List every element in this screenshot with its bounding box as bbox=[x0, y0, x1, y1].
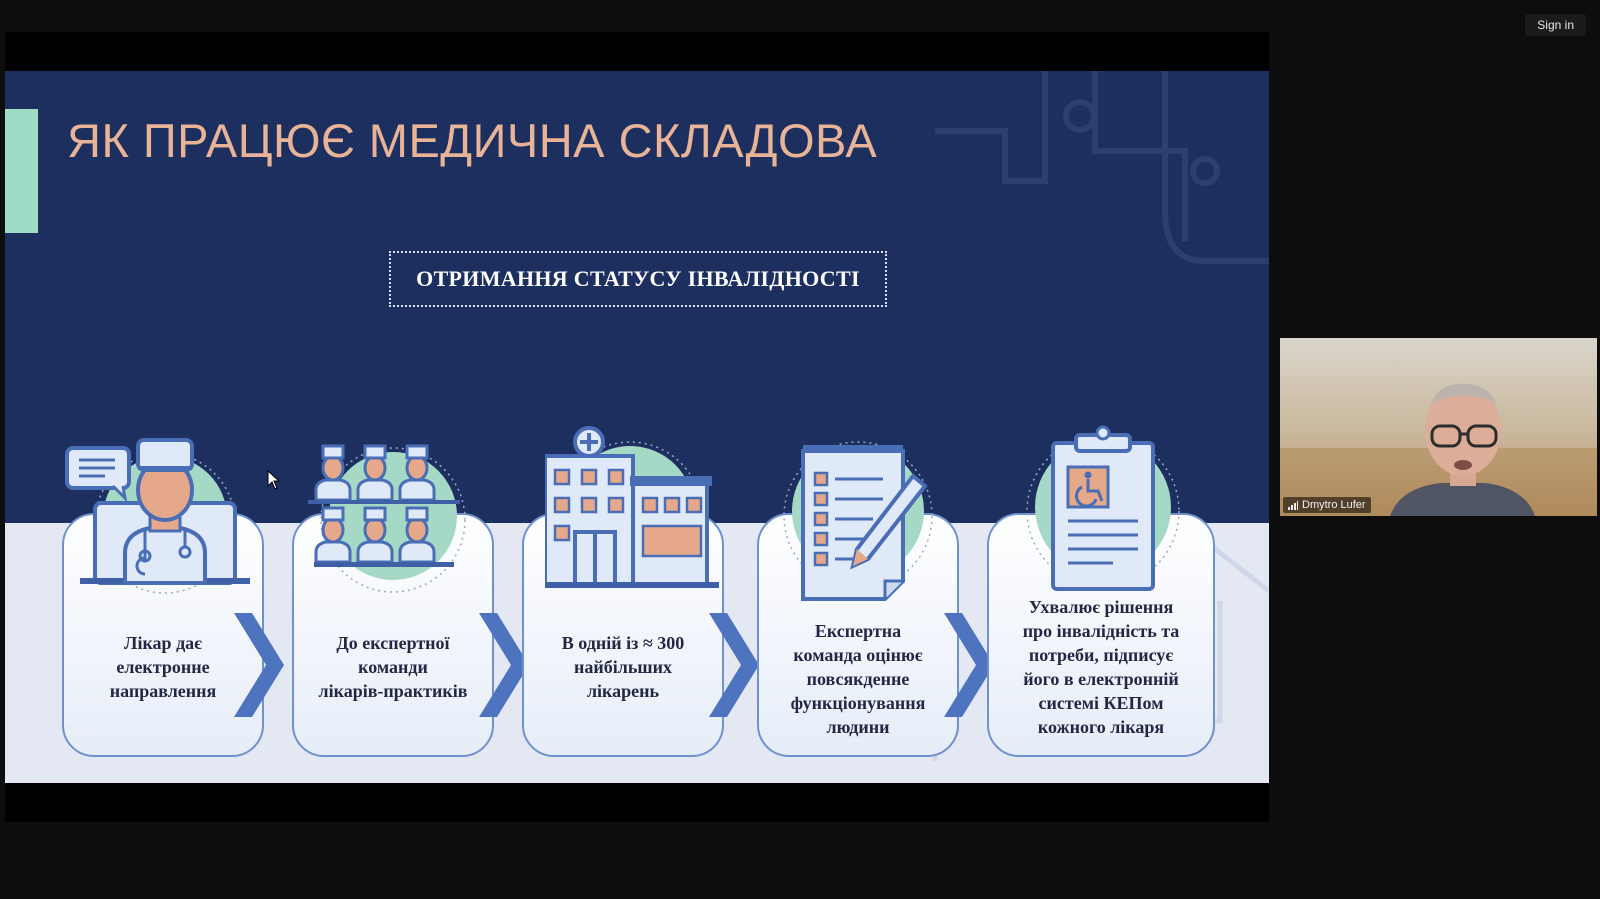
step-text-5: Ухвалює рішення про інвалідність та потр… bbox=[1022, 597, 1180, 737]
checklist-pen-icon bbox=[783, 441, 933, 601]
participant-video-tile[interactable]: Dmytro Lufer bbox=[1280, 338, 1597, 516]
step-text-1: Лікар дає електронне направлення bbox=[109, 633, 217, 701]
step-text-3: В одній із ≈ 300 найбільших лікарень bbox=[561, 633, 685, 701]
step-text-2: До експертної команди лікарів-практиків bbox=[318, 633, 468, 701]
wheelchair-clipboard-icon bbox=[1026, 425, 1180, 591]
participant-video-frame bbox=[1280, 338, 1597, 516]
hospital-icon bbox=[545, 426, 719, 588]
step-text-4: Експертна команда оцінює повсякденне фун… bbox=[790, 621, 926, 737]
participant-name-tag: Dmytro Lufer bbox=[1283, 497, 1371, 513]
slide-subtitle: ОТРИМАННЯ СТАТУСУ ІНВАЛІДНОСТІ bbox=[389, 251, 887, 307]
participant-name: Dmytro Lufer bbox=[1302, 499, 1366, 511]
title-accent-bar bbox=[5, 109, 38, 233]
chevron-right-icon bbox=[944, 613, 994, 717]
mouse-cursor-icon bbox=[267, 470, 281, 490]
chevron-right-icon bbox=[709, 613, 759, 717]
slide-title: ЯК ПРАЦЮЄ МЕДИЧНА СКЛАДОВА bbox=[67, 114, 878, 167]
sign-in-button[interactable]: Sign in bbox=[1525, 14, 1586, 36]
presentation-slide: ЯК ПРАЦЮЄ МЕДИЧНА СКЛАДОВА ОТРИМАННЯ СТА… bbox=[5, 71, 1269, 783]
doctors-team-icon bbox=[308, 444, 466, 593]
shared-screen: ЯК ПРАЦЮЄ МЕДИЧНА СКЛАДОВА ОТРИМАННЯ СТА… bbox=[5, 32, 1269, 822]
chevron-right-icon bbox=[479, 613, 529, 717]
signal-bars-icon bbox=[1288, 500, 1298, 510]
doctor-chat-icon bbox=[65, 438, 250, 594]
chevron-right-icon bbox=[234, 613, 284, 717]
